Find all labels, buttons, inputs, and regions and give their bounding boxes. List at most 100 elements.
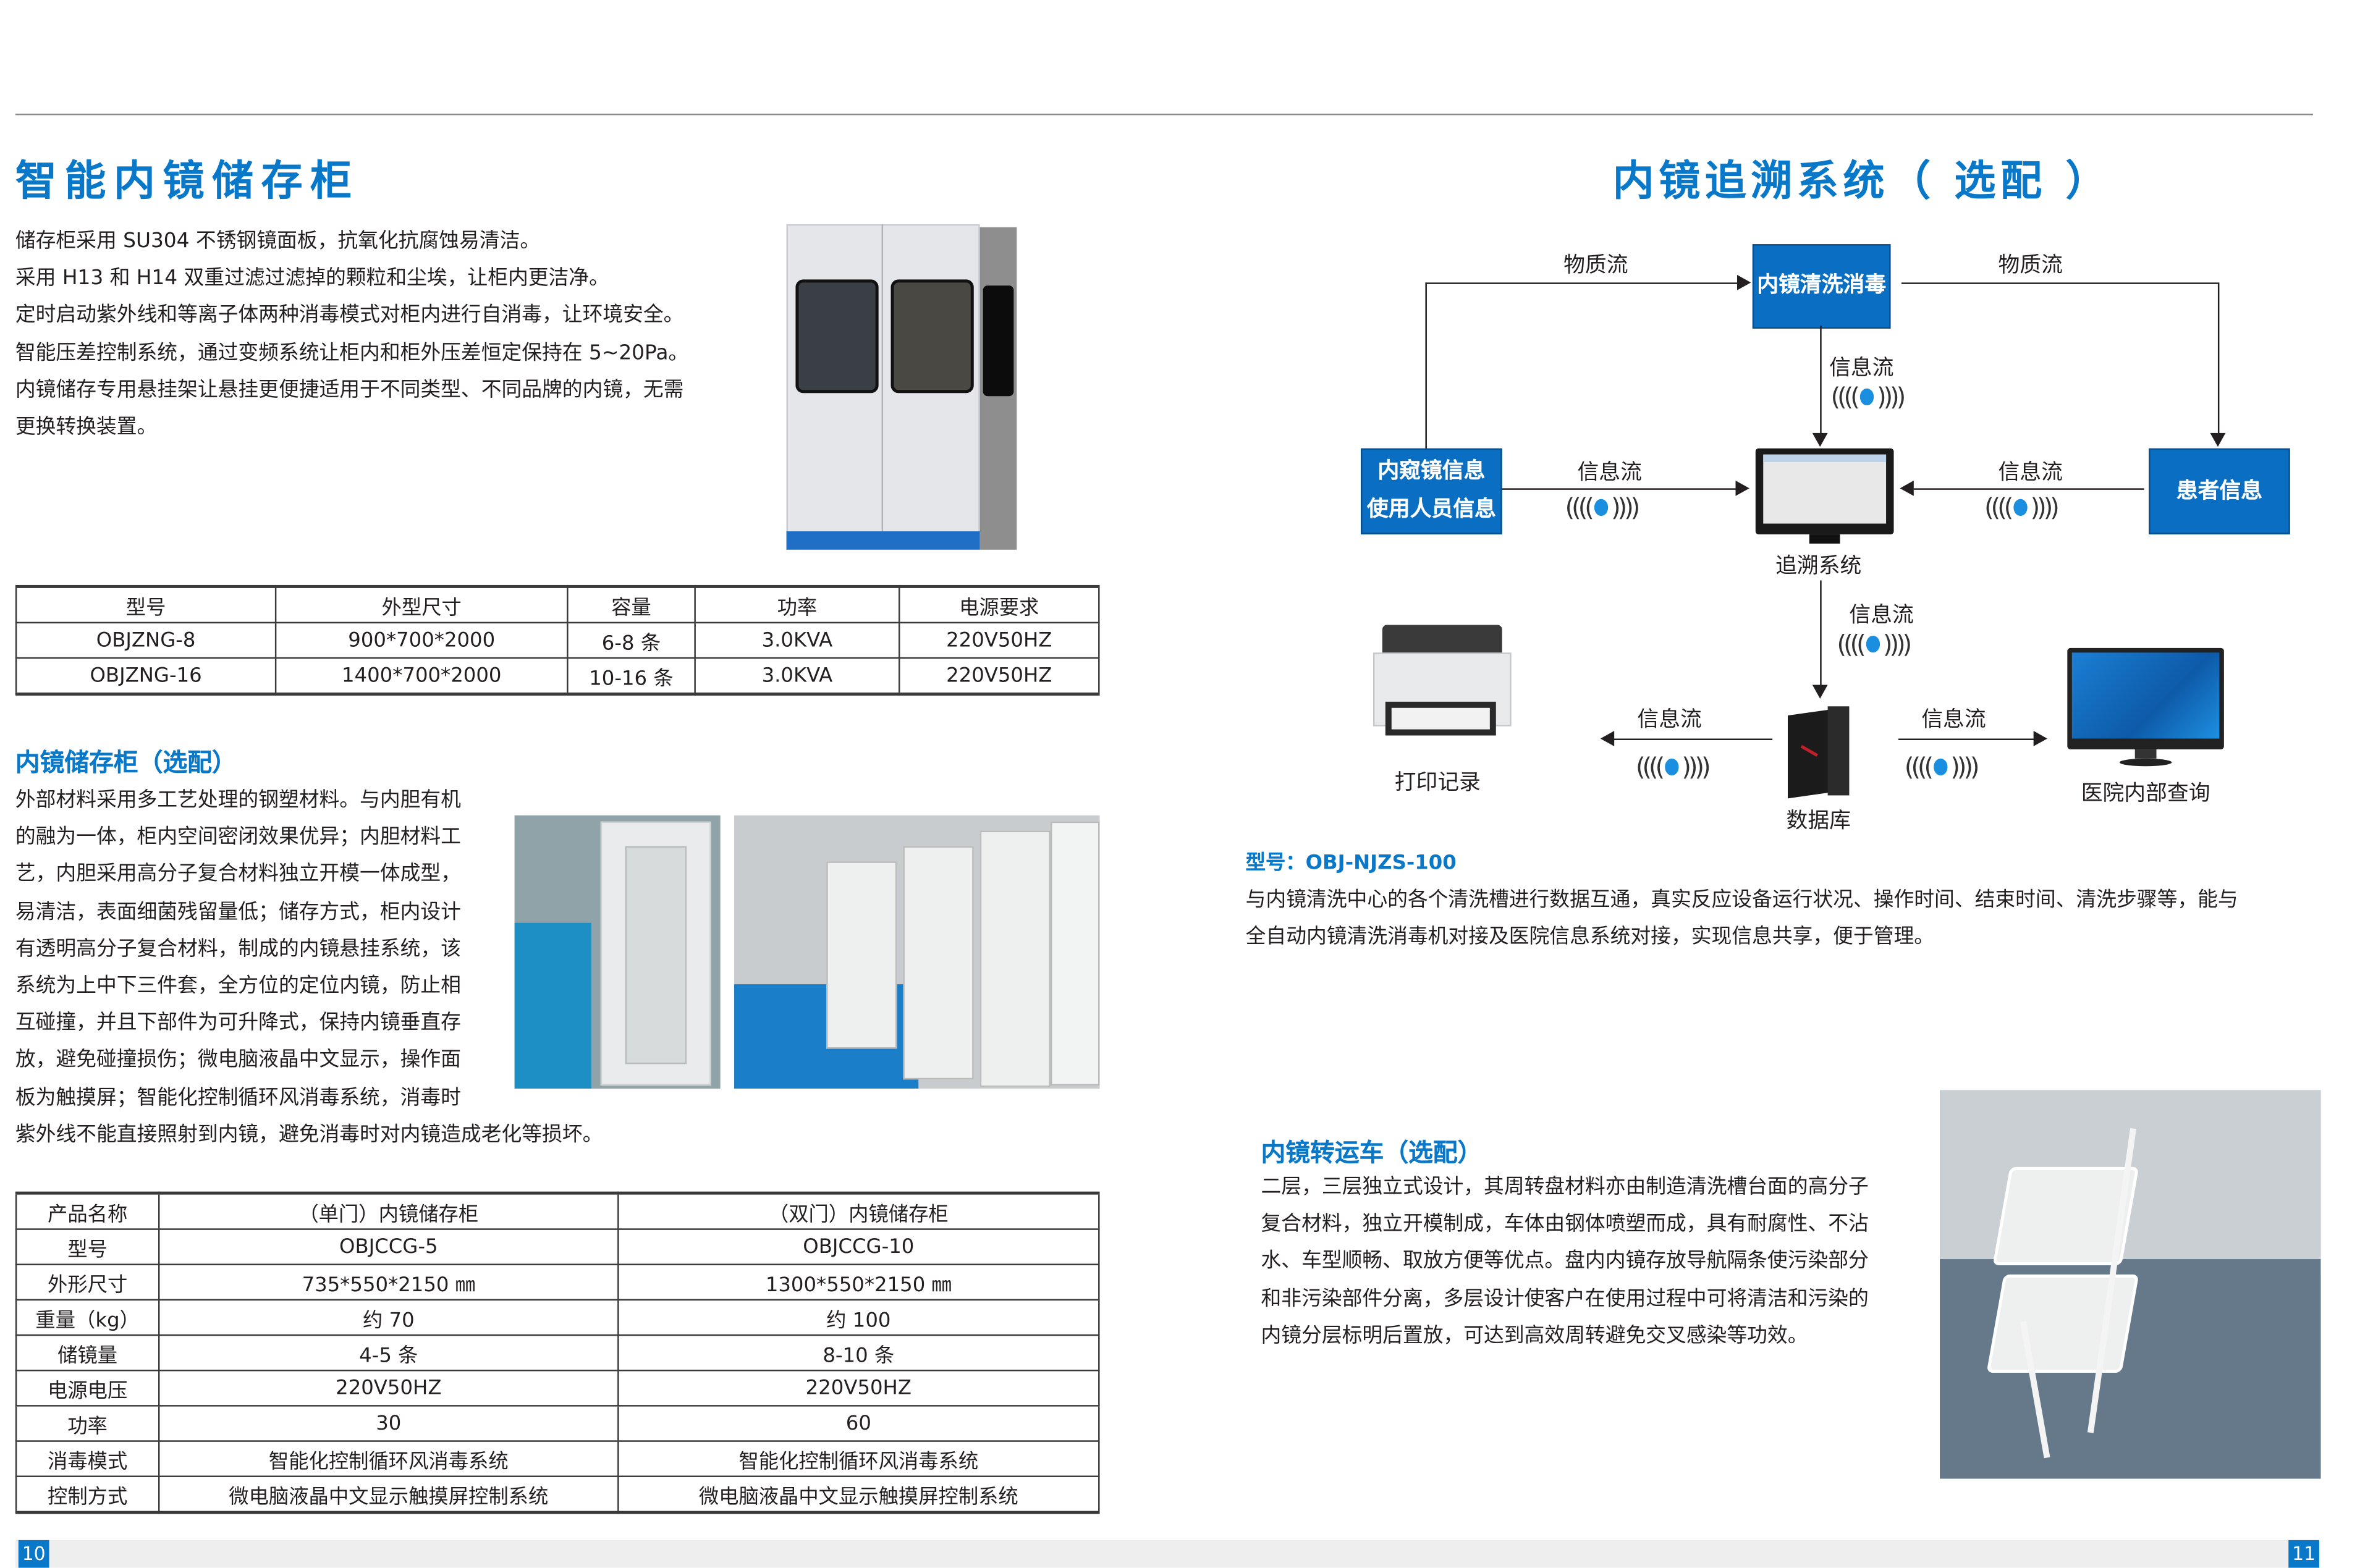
intro-line: 采用 H13 和 H14 双重过滤过滤掉的颗粒和尘埃，让柜内更洁净。 — [15, 267, 609, 291]
table-cell: 3.0KVA — [694, 657, 900, 695]
wireless-signal-icon: (((()))) — [1635, 752, 1711, 782]
intro-paragraph: 储存柜采用 SU304 不锈钢镜面板，抗氧化抗腐蚀易清洁。 采用 H13 和 H… — [15, 224, 688, 447]
table-cell: 电源电压 — [15, 1369, 160, 1407]
paragraph-line: 和非污染部件分离，多层设计使客户在使用过程中可将清洁和污染的 — [1261, 1288, 1869, 1311]
table-cell: 60 — [617, 1405, 1100, 1442]
single-door-cabinet-photo — [514, 815, 721, 1089]
arrow-left-icon — [1900, 480, 1914, 496]
flow-line — [2217, 282, 2220, 436]
arrow-right-icon — [2033, 731, 2048, 746]
material-flow-label: 物质流 — [1998, 253, 2063, 278]
table-cell: 智能化控制循环风消毒系统 — [158, 1440, 619, 1477]
intro-line: 定时启动紫外线和等离子体两种消毒模式对柜内进行自消毒，让环境安全。 — [15, 305, 684, 328]
paragraph-line: 水、车型顺畅、取放方便等优点。盘内内镜存放导航隔条使污染部分 — [1261, 1250, 1869, 1274]
flow-line — [1913, 488, 2144, 490]
traceability-system-label: 追溯系统 — [1775, 554, 1862, 579]
paragraph-line: 紫外线不能直接照射到内镜，避免消毒时对内镜造成老化等损坏。 — [15, 1123, 603, 1147]
multi-cabinet-room-photo — [734, 815, 1100, 1089]
table-header-cell: 型号 — [15, 586, 277, 624]
table-cell: 储镜量 — [15, 1334, 160, 1372]
table-cell: 约 100 — [617, 1299, 1100, 1336]
table-row: 消毒模式智能化控制循环风消毒系统智能化控制循环风消毒系统 — [15, 1440, 1100, 1477]
wireless-signal-icon: (((()))) — [1904, 752, 1980, 782]
transport-cart-photo — [1940, 1090, 2321, 1479]
info-flow-label: 信息流 — [1829, 356, 1894, 381]
table-cell: 智能化控制循环风消毒系统 — [617, 1440, 1100, 1477]
flow-line — [1425, 282, 1740, 284]
flow-line — [1502, 488, 1736, 490]
table-cell: 4-5 条 — [158, 1334, 619, 1372]
paragraph-line: 复合材料，独立开模制成，车体由钢体喷塑而成，具有耐腐性、不沾 — [1261, 1213, 1869, 1237]
page-title-traceability-system: 内镜追溯系统（ 选配 ） — [1612, 158, 2112, 206]
storage-cabinet-spec-table: 型号 外型尺寸 容量 功率 电源要求 OBJZNG-8 900*700*2000… — [15, 584, 1100, 696]
flow-line — [1901, 282, 2218, 284]
table-header-cell: 容量 — [567, 586, 696, 624]
database-label: 数据库 — [1786, 809, 1851, 834]
printer-icon — [1364, 625, 1515, 745]
smart-cabinet-photo — [786, 224, 1020, 556]
table-cell: OBJCCG-5 — [158, 1228, 619, 1265]
table-cell: （单门）内镜储存柜 — [158, 1192, 619, 1230]
paragraph-line: 二层，三层独立式设计，其周转盘材料亦由制造清洗槽台面的高分子 — [1261, 1176, 1869, 1200]
table-cell: OBJZNG-8 — [15, 622, 277, 659]
monitor-stand — [1809, 534, 1840, 544]
info-flow-label: 信息流 — [1998, 460, 2063, 486]
table-cell: 重量（kg） — [15, 1299, 160, 1336]
paragraph-line: 与内镜清洗中心的各个清洗槽进行数据互通，真实反应设备运行状况、操作时间、结束时间… — [1245, 889, 2238, 913]
table-row: 产品名称（单门）内镜储存柜（双门）内镜储存柜 — [15, 1192, 1100, 1230]
flow-line — [1425, 282, 1427, 449]
paragraph-line: 互碰撞，并且下部件为可升降式，保持内镜垂直存 — [15, 1012, 461, 1035]
arrow-down-icon — [2210, 432, 2226, 447]
arrow-right-icon — [1735, 480, 1749, 496]
table-cell: 功率 — [15, 1405, 160, 1442]
paragraph-line: 有透明高分子复合材料，制成的内镜悬挂系统，该 — [15, 938, 461, 961]
table-cell: 220V50HZ — [158, 1369, 619, 1407]
table-cell: 220V50HZ — [898, 622, 1100, 659]
table-header-row: 型号 外型尺寸 容量 功率 电源要求 — [15, 586, 1100, 624]
flow-line — [1898, 738, 2037, 740]
intro-line: 内镜储存专用悬挂架让悬挂更便捷适用于不同类型、不同品牌的内镜，无需 — [15, 379, 684, 402]
wireless-signal-icon: (((()))) — [1837, 630, 1913, 659]
table-cell: 1300*550*2150 ㎜ — [617, 1263, 1100, 1301]
table-cell: 微电脑液晶中文显示触摸屏控制系统 — [158, 1475, 619, 1514]
section-title-optional-cabinet: 内镜储存柜（选配） — [15, 748, 237, 777]
top-divider — [15, 113, 2314, 116]
table-header-cell: 外型尺寸 — [274, 586, 569, 624]
paragraph-line: 系统为上中下三件套，全方位的定位内镜，防止相 — [15, 975, 461, 998]
table-header-cell: 功率 — [694, 586, 900, 624]
table-cell: 1400*700*2000 — [274, 657, 569, 695]
paragraph-line: 内镜分层标明后置放，可达到高效周转避免交叉感染等功效。 — [1261, 1325, 1808, 1348]
arrow-right-icon — [1736, 274, 1751, 290]
paragraph-line: 艺，内胆采用高分子复合材料独立开模一体成型， — [15, 863, 461, 887]
info-flow-label: 信息流 — [1637, 707, 1702, 733]
info-flow-label: 信息流 — [1849, 603, 1914, 628]
paragraph-line: 易清洁，表面细菌残留量低；储存方式，柜内设计 — [15, 900, 461, 924]
hospital-query-label: 医院内部查询 — [2081, 782, 2210, 806]
page-title-storage-cabinet: 智能内镜储存柜 — [15, 158, 360, 206]
paragraph-line: 的融为一体，柜内空间密闭效果优异；内胆材料工 — [15, 826, 461, 849]
hospital-query-monitor-icon — [2067, 647, 2227, 768]
table-cell: 控制方式 — [15, 1475, 160, 1514]
table-cell: 735*550*2150 ㎜ — [158, 1263, 619, 1301]
box-line: 使用人员信息 — [1367, 497, 1496, 523]
page-footer-bar — [15, 1540, 2319, 1568]
paragraph-line: 板为触摸屏；智能化控制循环风消毒系统，消毒时 — [15, 1086, 461, 1110]
table-cell: 产品名称 — [15, 1192, 160, 1230]
table-cell: 外形尺寸 — [15, 1263, 160, 1301]
intro-line: 储存柜采用 SU304 不锈钢镜面板，抗氧化抗腐蚀易清洁。 — [15, 230, 541, 254]
box-line: 内窥镜信息 — [1377, 459, 1486, 484]
table-cell: 6-8 条 — [567, 622, 696, 659]
flow-line — [1820, 325, 1822, 436]
table-cell: OBJZNG-16 — [15, 657, 277, 695]
table-cell: 30 — [158, 1405, 619, 1442]
box-endoscope-washing: 内镜清洗消毒 — [1752, 244, 1891, 329]
arrow-left-icon — [1600, 731, 1615, 746]
table-cell: 约 70 — [158, 1299, 619, 1336]
